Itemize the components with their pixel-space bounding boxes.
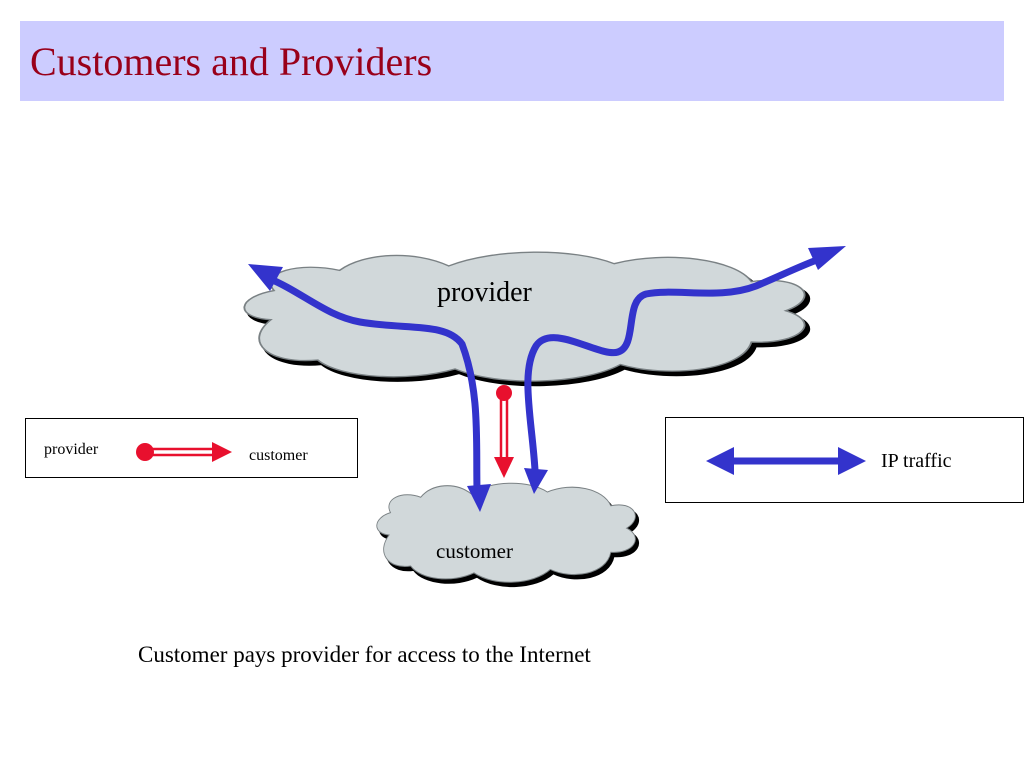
traffic-legend-arrowhead-right — [838, 447, 866, 475]
ip-traffic-path-left — [248, 264, 491, 512]
payment-legend-provider-label: provider — [44, 441, 99, 458]
payment-legend-dot — [136, 443, 154, 461]
customer-cloud — [376, 482, 640, 588]
ip-traffic-path-right — [524, 246, 846, 494]
slide-title: Customers and Providers — [30, 39, 433, 84]
traffic-arrowhead-left-top — [248, 264, 283, 291]
traffic-arrowhead-left-bottom — [467, 484, 491, 512]
traffic-legend-label: IP traffic — [881, 450, 952, 472]
payment-legend-customer-label: customer — [249, 447, 308, 464]
payment-arrow — [494, 385, 514, 478]
traffic-arrowhead-right-bottom — [524, 468, 548, 494]
payment-legend-arrowhead — [212, 442, 232, 462]
traffic-legend: IP traffic — [665, 417, 1024, 503]
traffic-arrowhead-right-top — [808, 246, 846, 270]
payment-legend: provider customer — [25, 418, 358, 478]
title-bar: Customers and Providers — [20, 21, 1004, 101]
traffic-legend-arrowhead-left — [706, 447, 734, 475]
slide-caption: Customer pays provider for access to the… — [138, 642, 591, 667]
provider-cloud-label: provider — [437, 277, 533, 308]
customer-cloud-label: customer — [436, 539, 513, 563]
